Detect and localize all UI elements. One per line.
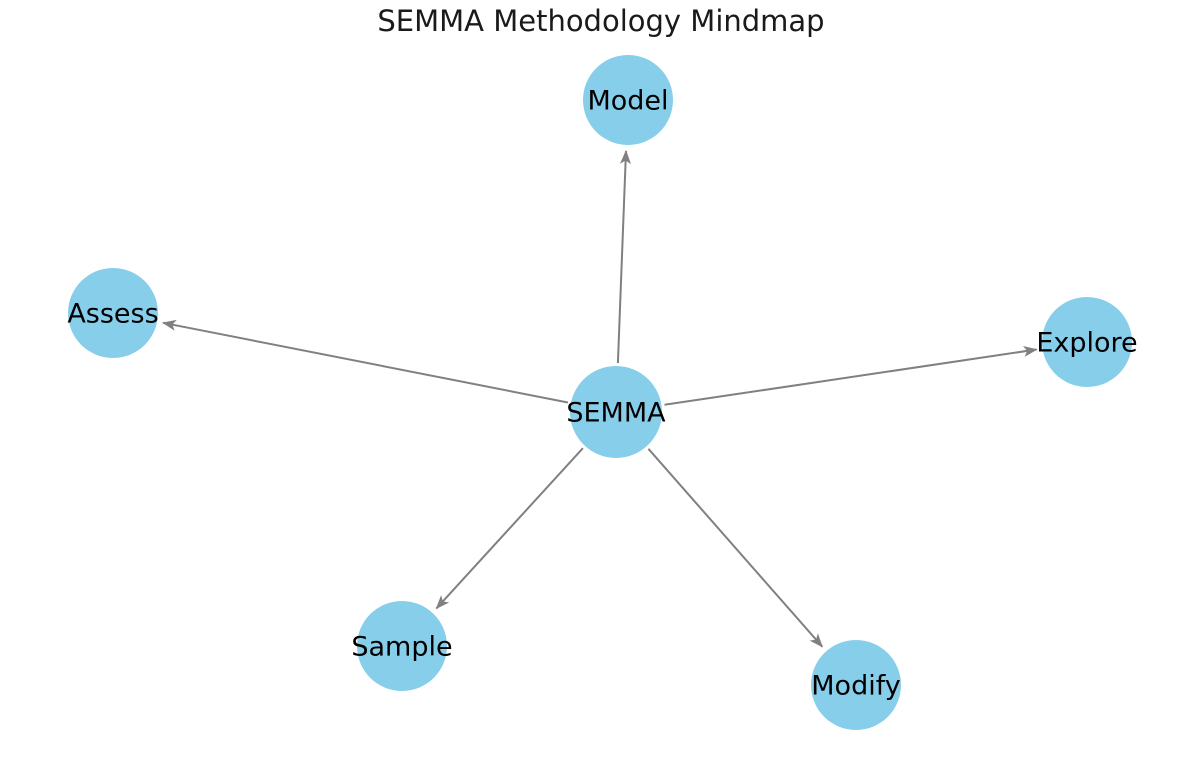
node-label-explore: Explore: [1036, 327, 1137, 358]
node-circle-assess: [68, 268, 158, 358]
figure-title: SEMMA Methodology Mindmap: [377, 4, 824, 38]
node-label-modify: Modify: [811, 670, 900, 701]
edge-semma-sample: [435, 447, 584, 610]
node-label-model: Model: [587, 85, 668, 116]
node-label-assess: Assess: [67, 298, 158, 329]
node-circle-modify: [811, 640, 901, 730]
edge-semma-model: [616, 150, 631, 364]
node-label-semma: SEMMA: [566, 397, 666, 428]
edge-semma-modify: [647, 448, 824, 648]
edge-semma-explore: [664, 345, 1038, 406]
node-circle-explore: [1042, 297, 1132, 387]
node-circle-sample: [357, 601, 447, 691]
node-label-sample: Sample: [351, 631, 452, 662]
edges-layer: [162, 150, 1038, 648]
node-circle-model: [583, 55, 673, 145]
node-circle-semma: [570, 366, 662, 458]
edge-semma-assess: [162, 319, 569, 404]
